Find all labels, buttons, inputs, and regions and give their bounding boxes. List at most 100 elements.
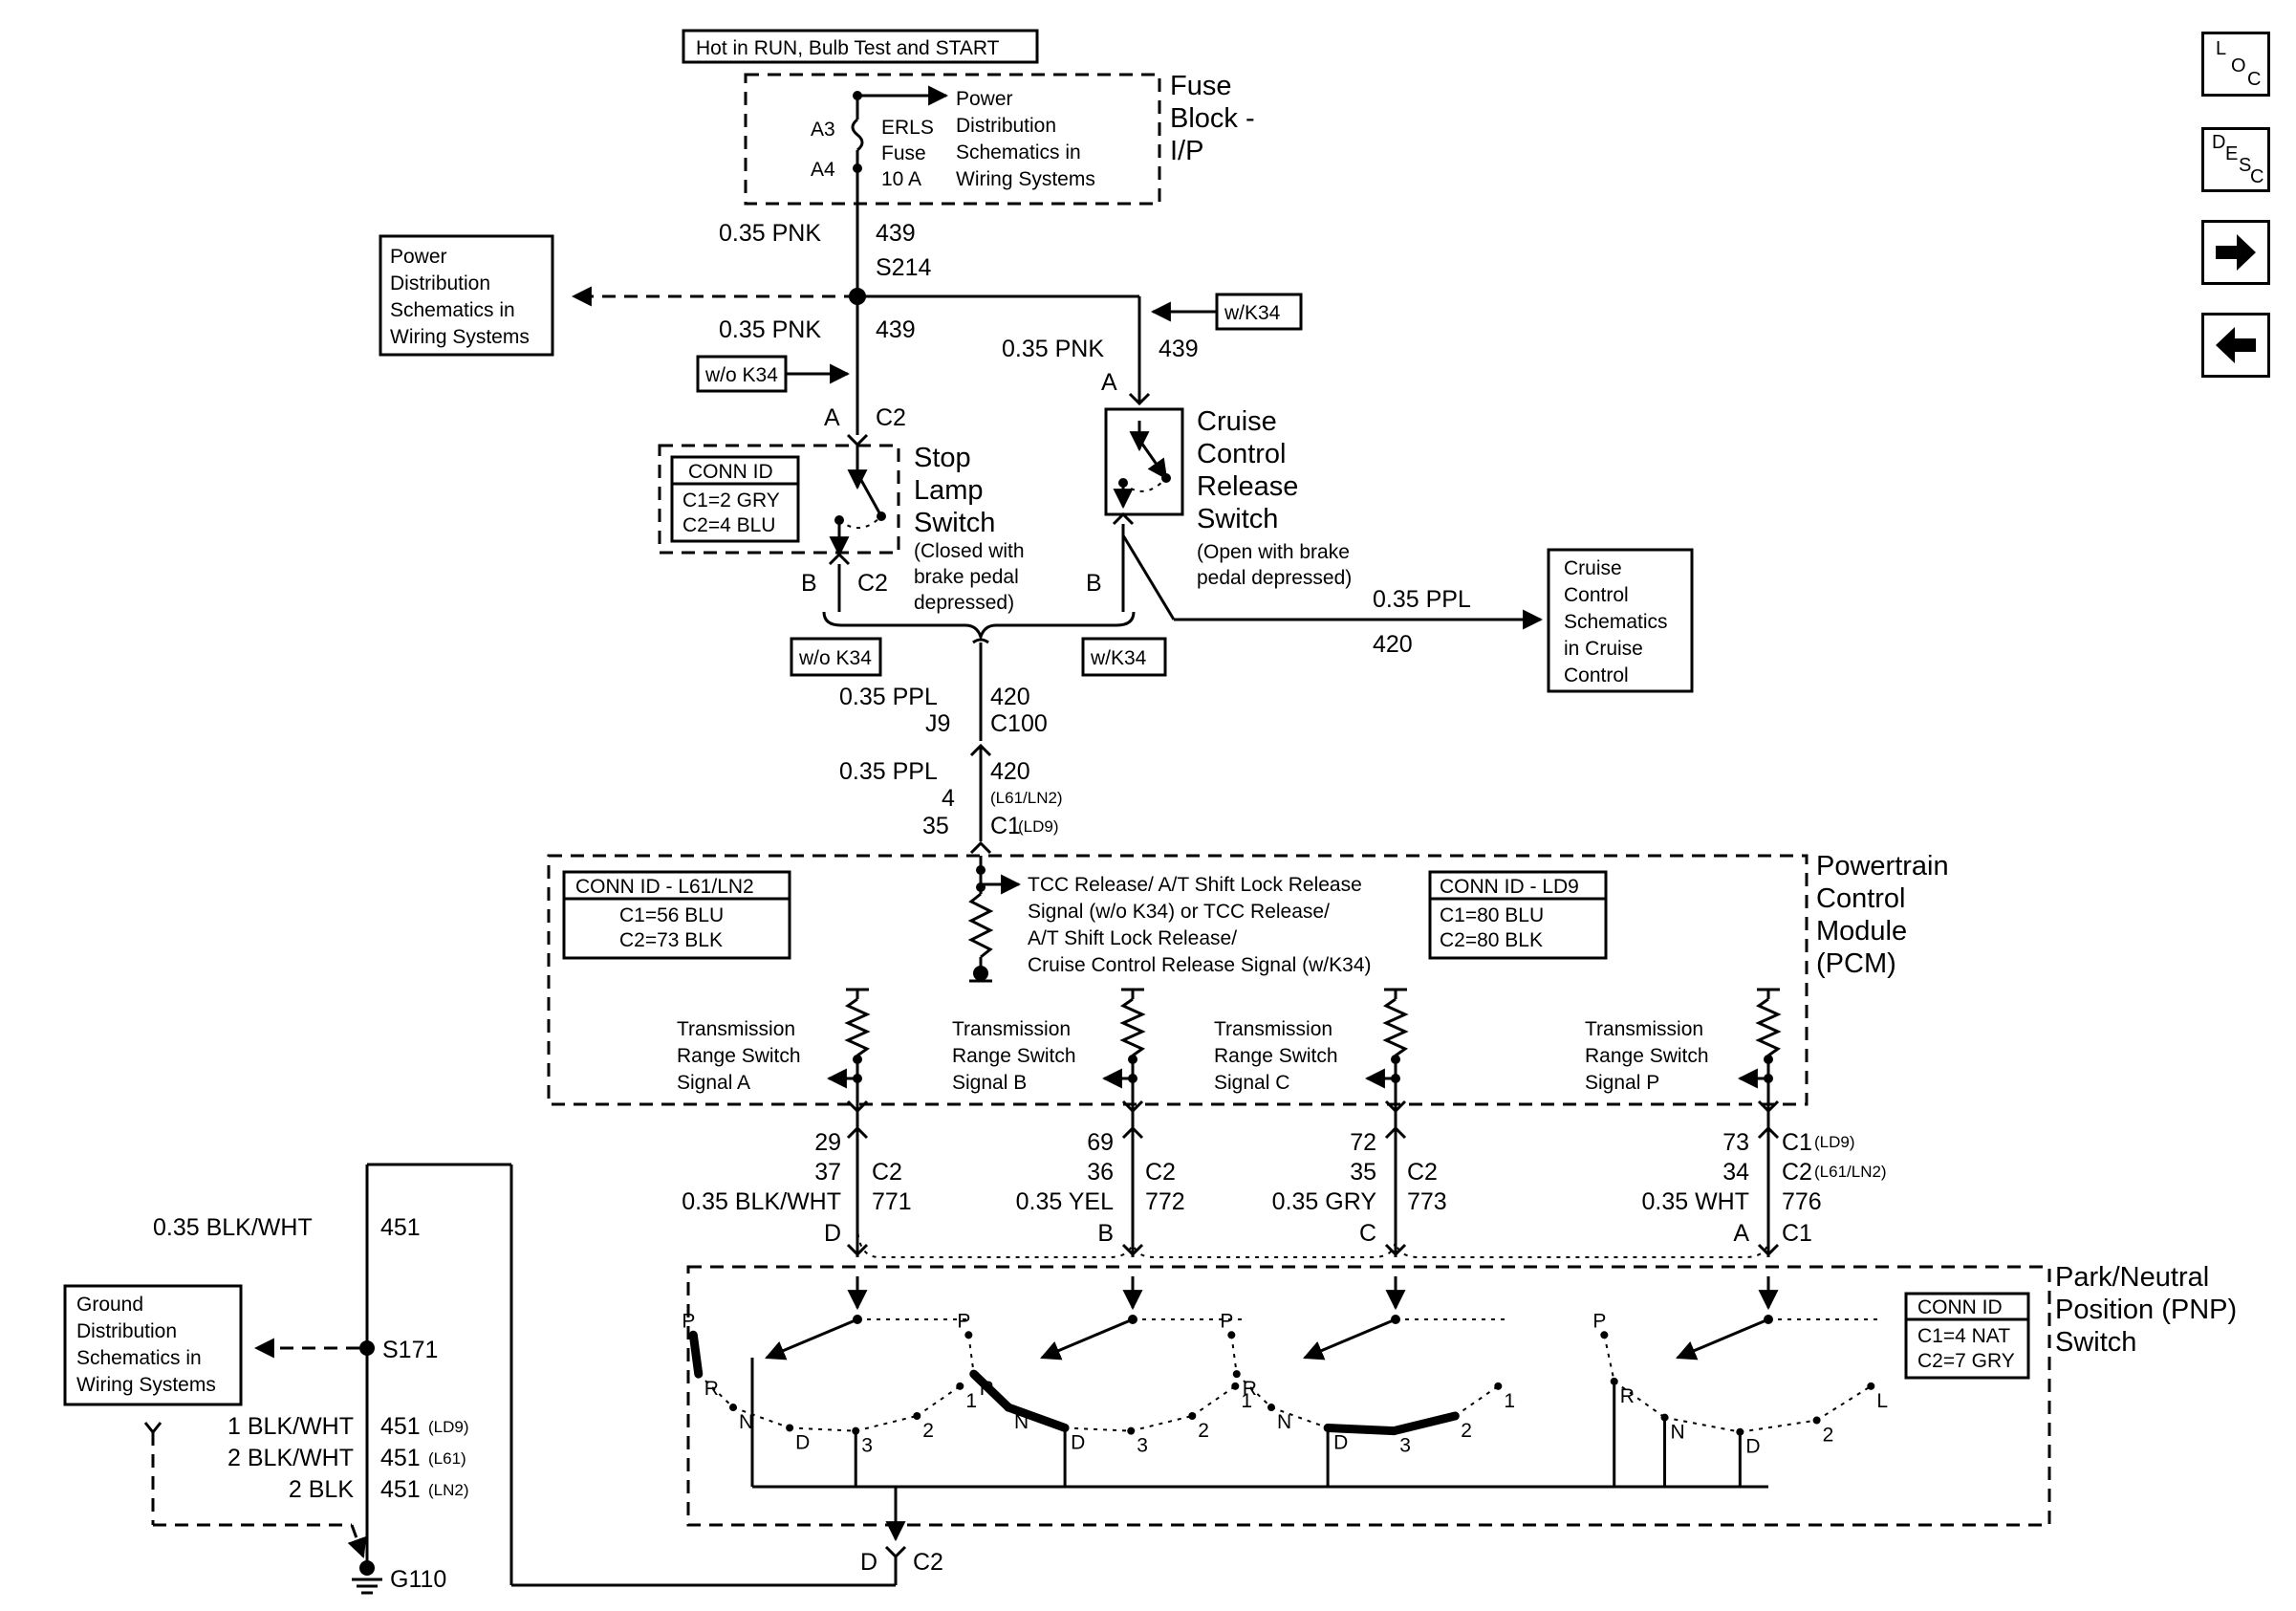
- next-button[interactable]: [2201, 220, 2270, 285]
- loc-button[interactable]: L O C: [2201, 32, 2270, 97]
- pnp-position-label: D: [795, 1431, 810, 1453]
- pnp-position-label: P: [682, 1310, 695, 1332]
- svg-text:w/o K34: w/o K34: [704, 364, 778, 386]
- signal-label: Signal B: [952, 1072, 1027, 1094]
- left-arrow-icon: [2216, 327, 2256, 363]
- svg-text:29: 29: [814, 1129, 841, 1156]
- svg-text:A4: A4: [811, 159, 835, 181]
- svg-text:Release: Release: [1197, 471, 1298, 502]
- signal-label: Transmission: [1585, 1018, 1703, 1040]
- svg-text:0.35 YEL: 0.35 YEL: [1016, 1188, 1115, 1215]
- svg-text:451: 451: [380, 1476, 421, 1503]
- svg-text:Distribution: Distribution: [76, 1320, 177, 1342]
- pnp-position-label: R: [980, 1378, 994, 1400]
- svg-text:C2=4 BLU: C2=4 BLU: [682, 514, 775, 536]
- svg-text:Schematics in: Schematics in: [76, 1347, 202, 1369]
- svg-text:pedal depressed): pedal depressed): [1197, 567, 1352, 589]
- svg-text:439: 439: [1159, 336, 1199, 362]
- pnp-position-label: D: [1745, 1436, 1760, 1458]
- svg-text:CONN ID: CONN ID: [1917, 1296, 2003, 1318]
- prev-button[interactable]: [2201, 313, 2270, 378]
- svg-text:439: 439: [876, 316, 916, 343]
- pcm-module: Powertrain Control Module (PCM) CONN ID …: [547, 851, 1949, 1106]
- svg-text:G110: G110: [390, 1566, 446, 1593]
- signal-label: Signal A: [677, 1072, 750, 1094]
- svg-text:A: A: [1101, 369, 1117, 396]
- svg-text:0.35 PPL: 0.35 PPL: [839, 758, 938, 785]
- svg-text:C1: C1: [1782, 1129, 1812, 1156]
- svg-text:Wiring Systems: Wiring Systems: [390, 326, 530, 348]
- svg-text:Switch: Switch: [914, 508, 995, 538]
- svg-text:C2: C2: [876, 404, 906, 431]
- svg-text:Schematics in: Schematics in: [390, 299, 515, 321]
- svg-text:Control: Control: [1564, 664, 1629, 686]
- svg-text:C: C: [1359, 1220, 1376, 1247]
- pnp-position-label: N: [739, 1411, 753, 1433]
- svg-text:0.35 BLK/WHT: 0.35 BLK/WHT: [682, 1188, 841, 1215]
- svg-text:C2: C2: [1782, 1159, 1812, 1186]
- ground-g110: G110: [352, 1560, 446, 1595]
- svg-text:37: 37: [814, 1159, 841, 1186]
- pnp-position-label: 1: [965, 1390, 977, 1412]
- svg-text:(PCM): (PCM): [1816, 948, 1896, 979]
- svg-text:w/o K34: w/o K34: [798, 647, 872, 669]
- svg-text:(Closed with: (Closed with: [914, 540, 1025, 562]
- power-dist-ref-box: Power Distribution Schematics in Wiring …: [379, 234, 554, 357]
- desc-button[interactable]: D E S C: [2201, 127, 2270, 192]
- cruise-release-switch: Cruise Control Release Switch (Open with…: [1086, 392, 1352, 620]
- pnp-position-label: 2: [1198, 1420, 1209, 1442]
- svg-text:Switch: Switch: [1197, 504, 1278, 534]
- svg-text:Power: Power: [956, 88, 1013, 110]
- svg-text:Control: Control: [1564, 584, 1629, 606]
- svg-text:C2: C2: [872, 1159, 902, 1186]
- svg-text:C2: C2: [857, 570, 888, 597]
- svg-text:C100: C100: [990, 710, 1048, 737]
- svg-text:(LN2): (LN2): [428, 1481, 469, 1499]
- svg-text:C1=80 BLU: C1=80 BLU: [1440, 904, 1544, 926]
- svg-text:0.35 GRY: 0.35 GRY: [1272, 1188, 1377, 1215]
- signal-label: Range Switch: [1585, 1045, 1709, 1067]
- svg-text:0.35 PPL: 0.35 PPL: [1373, 586, 1471, 613]
- svg-text:0.35 PNK: 0.35 PNK: [719, 316, 821, 343]
- svg-text:Schematics in: Schematics in: [956, 142, 1081, 163]
- svg-text:451: 451: [380, 1413, 421, 1440]
- pnp-position-label: 3: [861, 1435, 873, 1457]
- svg-text:Schematics: Schematics: [1564, 611, 1668, 633]
- pnp-position-label: R: [1243, 1378, 1257, 1400]
- svg-text:73: 73: [1722, 1129, 1749, 1156]
- svg-text:(L61): (L61): [428, 1449, 466, 1468]
- svg-text:1 BLK/WHT: 1 BLK/WHT: [227, 1413, 354, 1440]
- pnp-position-label: D: [1333, 1431, 1348, 1453]
- pnp-position-label: D: [1071, 1431, 1085, 1453]
- svg-text:depressed): depressed): [914, 592, 1014, 614]
- svg-text:B: B: [1086, 570, 1102, 597]
- svg-text:TCC Release/ A/T Shift Lock Re: TCC Release/ A/T Shift Lock Release: [1028, 874, 1362, 896]
- svg-text:(LD9): (LD9): [1814, 1133, 1855, 1151]
- svg-text:2 BLK/WHT: 2 BLK/WHT: [227, 1445, 354, 1471]
- svg-text:Power: Power: [390, 246, 447, 268]
- svg-text:B: B: [801, 570, 817, 597]
- pnp-position-label: 2: [1461, 1420, 1472, 1442]
- svg-text:S214: S214: [876, 254, 931, 281]
- svg-text:CONN ID: CONN ID: [688, 461, 773, 483]
- svg-text:Cruise: Cruise: [1197, 406, 1277, 437]
- svg-text:451: 451: [380, 1214, 421, 1241]
- svg-text:C1=56 BLU: C1=56 BLU: [619, 904, 724, 926]
- power-header-label: Hot in RUN, Bulb Test and START: [696, 37, 1000, 59]
- fuse-block: Fuse Block - I/P A3 A4 ERLS Fuse 10 A Po…: [744, 71, 1255, 296]
- svg-text:D: D: [860, 1549, 877, 1576]
- pnp-position-label: 2: [922, 1420, 934, 1442]
- svg-text:0.35 PPL: 0.35 PPL: [839, 684, 938, 710]
- svg-text:Park/Neutral: Park/Neutral: [2055, 1262, 2209, 1293]
- svg-text:A/T Shift Lock Release/: A/T Shift Lock Release/: [1028, 927, 1237, 949]
- svg-text:B: B: [1097, 1220, 1114, 1247]
- pnp-position-label: P: [1592, 1310, 1606, 1332]
- svg-text:w/K34: w/K34: [1224, 302, 1281, 324]
- w-k34-tag: w/K34: [1215, 293, 1303, 331]
- svg-text:35: 35: [922, 813, 949, 839]
- svg-text:brake pedal: brake pedal: [914, 566, 1019, 588]
